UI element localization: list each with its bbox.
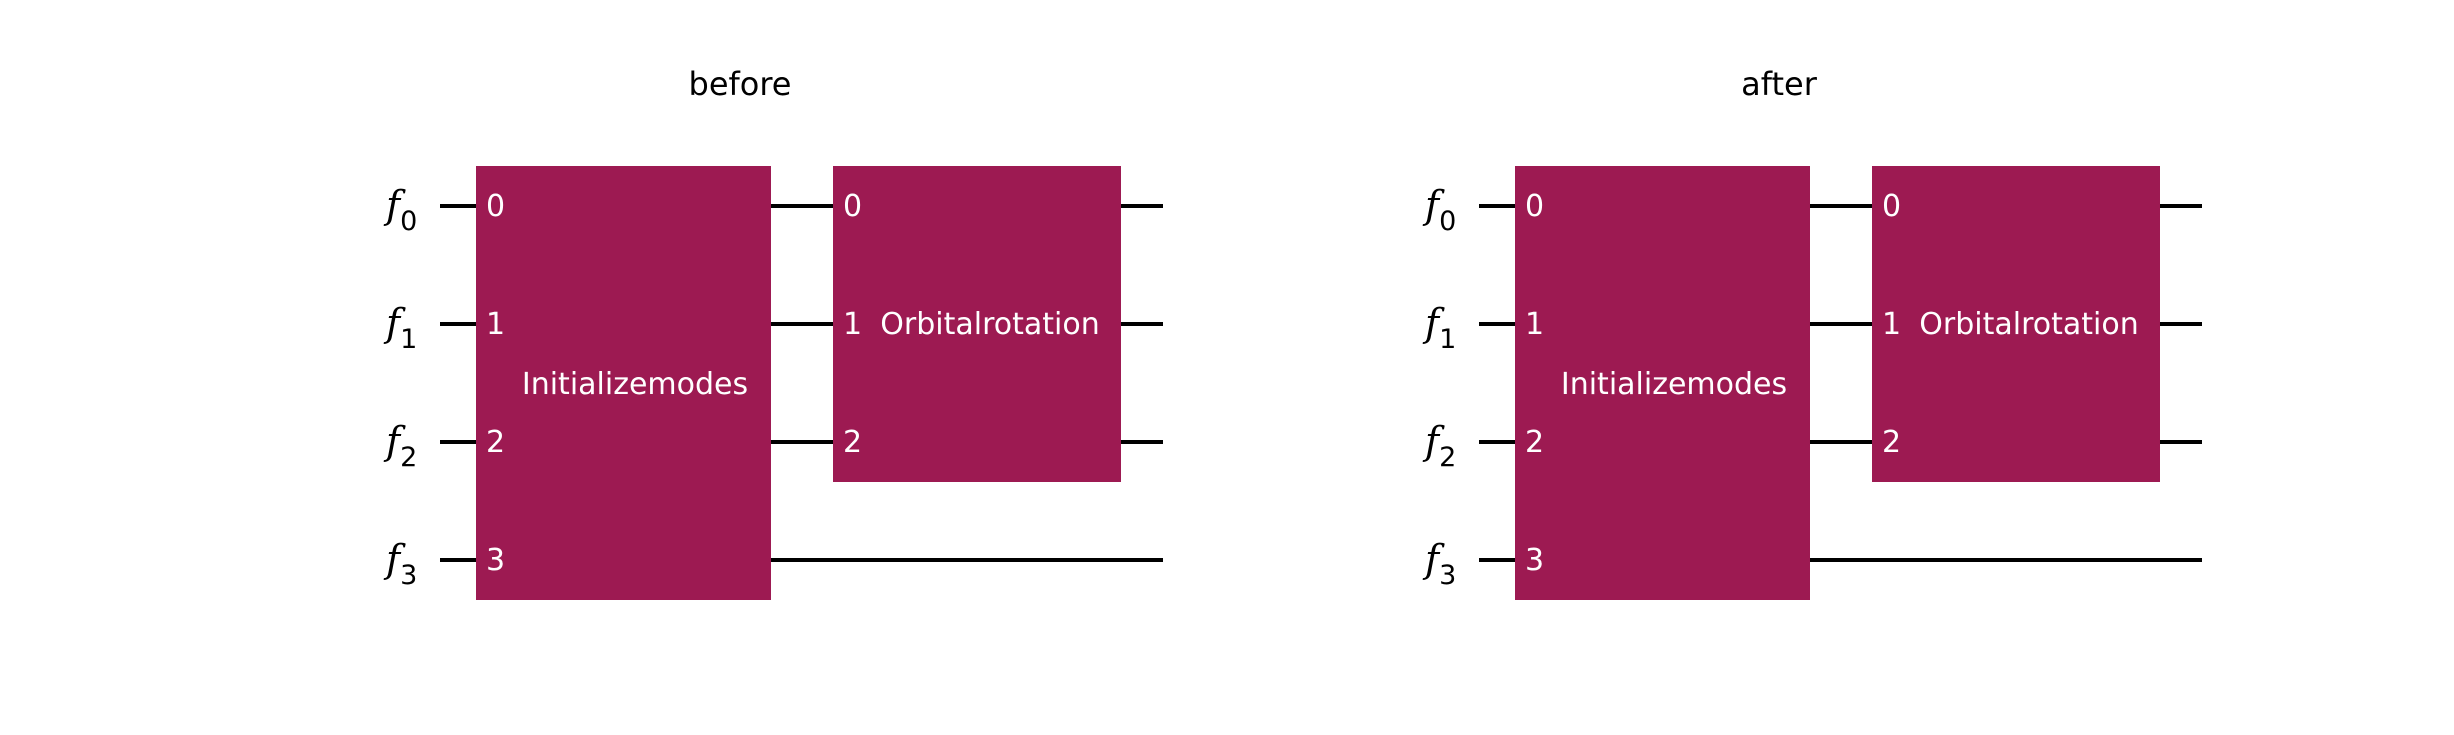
gate-label: Initializemodes (1561, 367, 1787, 402)
gate-orbitalrotation: 0 1 2 Orbitalrotation (833, 166, 1121, 482)
wire-label-f2: f2 (383, 419, 417, 473)
gate-pin-label: 1 (1525, 307, 1544, 342)
gate-pin-label: 0 (486, 189, 505, 224)
gate-pin-label: 2 (1882, 425, 1901, 460)
gate-orbitalrotation: 0 1 2 Orbitalrotation (1872, 166, 2160, 482)
wire-label-f0: f0 (1422, 183, 1456, 237)
circuit-panel-after: after f0 f1 f2 f3 0 1 2 3 Initializemodes 0 1 2 Orbit… (1422, 65, 2202, 600)
wire-label-index: 1 (400, 324, 417, 355)
wire-label-f1: f1 (1422, 301, 1456, 355)
wire-label-index: 1 (1439, 324, 1456, 355)
gate-pin-label: 3 (486, 543, 505, 578)
wire-label-index: 0 (1439, 206, 1456, 237)
wire-label-index: 3 (1439, 560, 1456, 591)
gate-pin-label: 2 (1525, 425, 1544, 460)
gate-initializemodes: 0 1 2 3 Initializemodes (1515, 166, 1810, 600)
circuit-panel-before: before f0 f1 f2 f3 0 1 2 3 Initializemodes 0 1 2 Orbi… (383, 65, 1163, 600)
wire-label-index: 3 (400, 560, 417, 591)
gate-pin-label: 1 (1882, 307, 1901, 342)
gate-pin-label: 0 (1882, 189, 1901, 224)
gate-label: Orbitalrotation (880, 307, 1099, 342)
wire-label-f3: f3 (383, 537, 417, 591)
gate-pin-label: 3 (1525, 543, 1544, 578)
wire-label-f0: f0 (383, 183, 417, 237)
panel-title: after (1741, 65, 1818, 103)
gate-pin-label: 1 (843, 307, 862, 342)
gate-box (476, 166, 771, 600)
gate-box (1872, 166, 2160, 482)
gate-box (1515, 166, 1810, 600)
wire-label-f3: f3 (1422, 537, 1456, 591)
wire-label-index: 2 (400, 442, 417, 473)
gate-box (833, 166, 1121, 482)
wire-label-f2: f2 (1422, 419, 1456, 473)
gate-initializemodes: 0 1 2 3 Initializemodes (476, 166, 771, 600)
gate-label: Initializemodes (522, 367, 748, 402)
gate-pin-label: 0 (1525, 189, 1544, 224)
gate-label: Orbitalrotation (1919, 307, 2138, 342)
gate-pin-label: 2 (843, 425, 862, 460)
gate-pin-label: 1 (486, 307, 505, 342)
wire-label-f1: f1 (383, 301, 417, 355)
wire-label-index: 2 (1439, 442, 1456, 473)
gate-pin-label: 2 (486, 425, 505, 460)
gate-pin-label: 0 (843, 189, 862, 224)
wire-label-index: 0 (400, 206, 417, 237)
panel-title: before (689, 65, 792, 103)
